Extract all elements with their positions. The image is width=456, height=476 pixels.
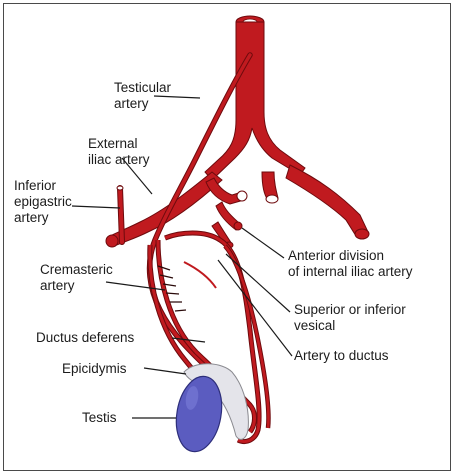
label-anterior-division: Anterior division of internal iliac arte… [288, 248, 413, 279]
leader-lines [71, 95, 293, 419]
label-artery-to-ductus: Artery to ductus [294, 348, 389, 363]
testicular-artery-vessel [146, 52, 253, 403]
label-testis: Testis [82, 410, 117, 425]
left-internal-iliac [205, 177, 245, 205]
inferior-epigastric-vessel [116, 185, 125, 245]
label-superior-inferior-vesical: Superior or inferior vesical [294, 302, 406, 333]
label-inferior-epigastric-artery: Inferior epigastric artery [14, 178, 72, 225]
label-epicidymis: Epicidymis [62, 361, 127, 376]
label-ductus-deferens: Ductus deferens [36, 330, 135, 345]
right-common-iliac [285, 164, 369, 237]
label-cremasteric-artery: Cremasteric artery [40, 262, 113, 293]
aorta [204, 21, 306, 181]
label-testicular-artery: Testicular artery [114, 80, 172, 111]
arterial-tree [105, 15, 370, 249]
label-external-iliac-artery: External iliac artery [88, 136, 150, 167]
